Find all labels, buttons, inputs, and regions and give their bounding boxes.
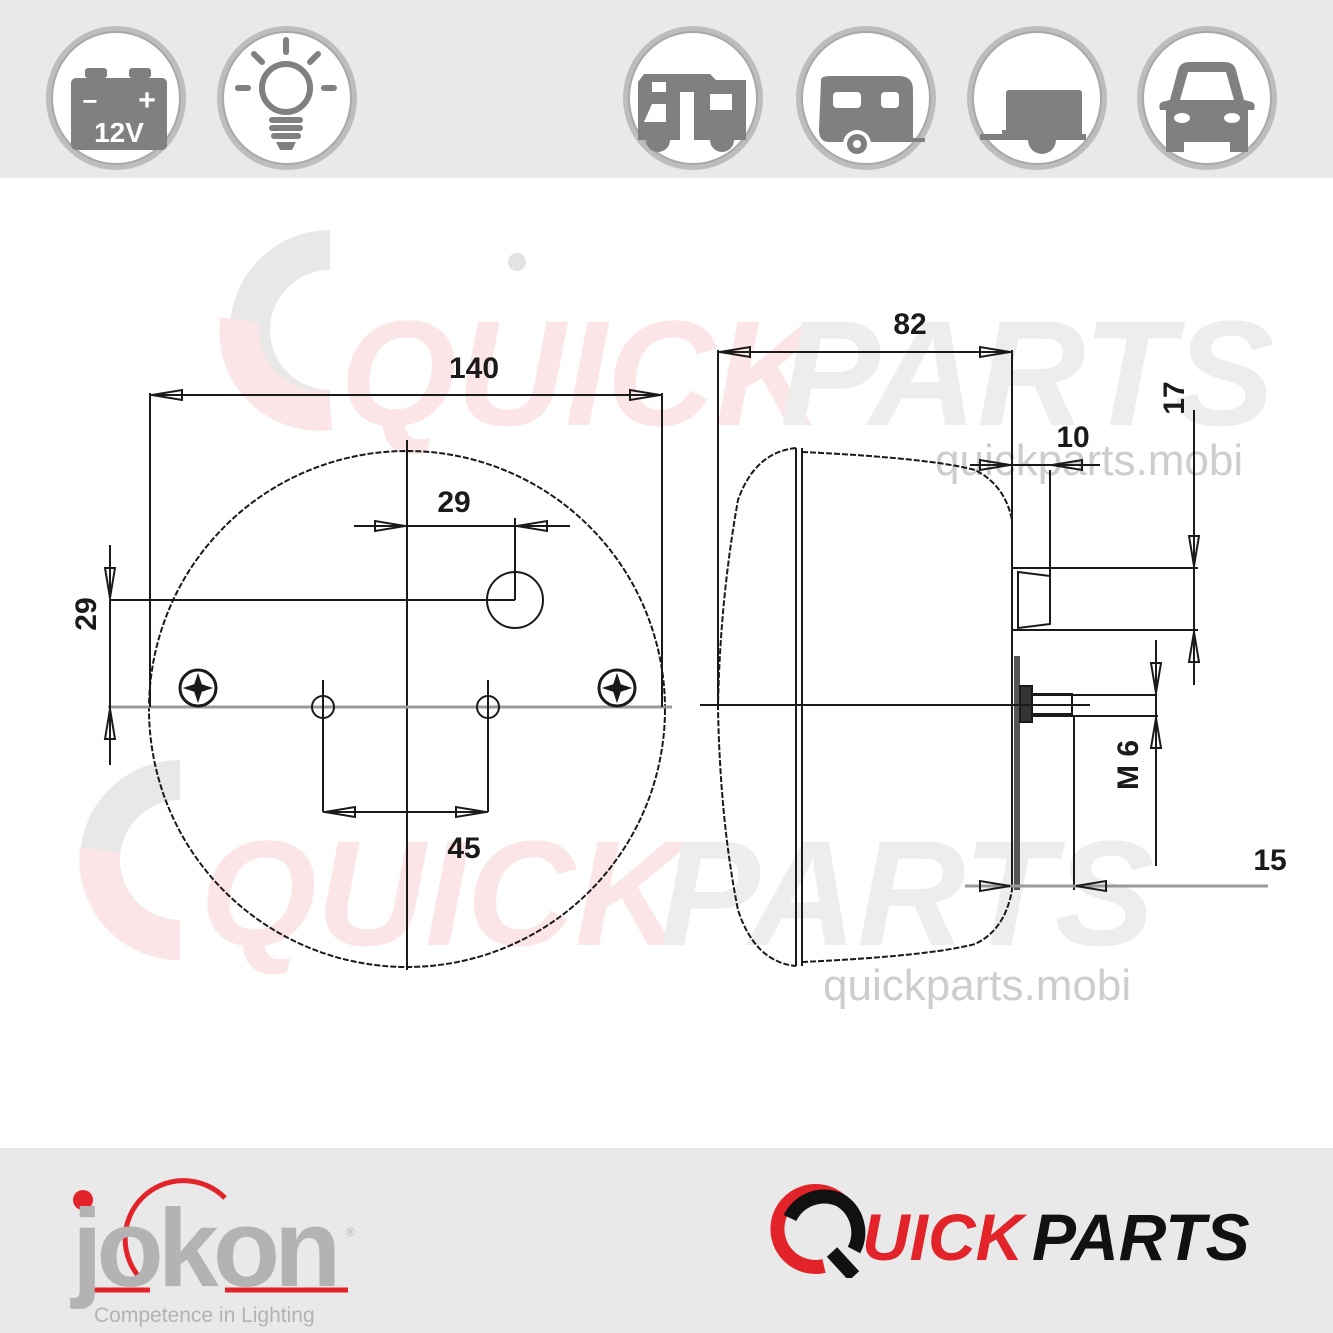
svg-text:−: − bbox=[82, 86, 97, 116]
jokon-wordmark: jokon bbox=[70, 1187, 335, 1310]
dim-29-horizontal: 29 bbox=[437, 486, 470, 519]
svg-text:QUICK: QUICK bbox=[340, 289, 833, 457]
jokon-logo: jokon ® Competence in Lighting bbox=[50, 1158, 360, 1328]
badge-light bbox=[216, 22, 358, 170]
svg-text:®: ® bbox=[346, 1225, 355, 1239]
front-view bbox=[103, 388, 672, 970]
dim-15: 15 bbox=[1253, 844, 1286, 877]
battery-12v-icon: − + 12V bbox=[71, 68, 167, 150]
technical-drawing: QUICK PARTS quickparts.mobi QUICK PARTS … bbox=[0, 178, 1333, 1148]
light-bulb-icon bbox=[235, 37, 337, 139]
dim-82: 82 bbox=[893, 308, 926, 341]
quickparts-black: PARTS bbox=[1032, 1200, 1250, 1274]
svg-text:PARTS: PARTS bbox=[660, 809, 1155, 977]
caravan-icon bbox=[819, 76, 925, 158]
footer-brand-bar: jokon ® Competence in Lighting UICK PART… bbox=[0, 1148, 1333, 1333]
badge-trailer bbox=[966, 22, 1108, 170]
badge-battery: − + 12V bbox=[45, 22, 187, 170]
dim-45: 45 bbox=[447, 832, 480, 865]
dim-10: 10 bbox=[1056, 421, 1089, 454]
watermark-top: QUICK PARTS quickparts.mobi bbox=[219, 230, 1275, 485]
badge-caravan bbox=[795, 22, 937, 170]
screw-left-icon bbox=[178, 668, 218, 708]
quickparts-logo: UICK PARTS bbox=[770, 1178, 1300, 1281]
svg-text:QUICK: QUICK bbox=[200, 809, 693, 977]
header-icon-bar: − + 12V bbox=[0, 0, 1333, 178]
svg-text:+: + bbox=[138, 84, 156, 117]
side-view bbox=[700, 345, 1268, 967]
dim-17: 17 bbox=[1158, 381, 1191, 414]
motorhome-icon bbox=[638, 74, 746, 152]
trailer-icon bbox=[980, 90, 1086, 154]
quickparts-red: UICK bbox=[862, 1200, 1028, 1274]
badge-car bbox=[1136, 22, 1278, 170]
car-icon bbox=[1159, 62, 1255, 152]
dim-m6: M 6 bbox=[1112, 740, 1145, 790]
watermark-bottom: QUICK PARTS quickparts.mobi bbox=[79, 760, 1155, 1010]
svg-text:12V: 12V bbox=[94, 117, 144, 148]
jokon-tagline: Competence in Lighting bbox=[94, 1304, 315, 1327]
dim-29-vertical: 29 bbox=[70, 597, 103, 630]
watermark-url: quickparts.mobi bbox=[823, 961, 1131, 1010]
badge-motorhome bbox=[622, 22, 764, 170]
side-view-labels: 82 10 17 M 6 15 bbox=[893, 308, 1286, 877]
screw-right-icon bbox=[597, 668, 637, 708]
dim-140: 140 bbox=[449, 352, 499, 385]
front-view-labels: 140 29 29 45 bbox=[70, 352, 499, 865]
svg-text:PARTS: PARTS bbox=[780, 289, 1275, 457]
